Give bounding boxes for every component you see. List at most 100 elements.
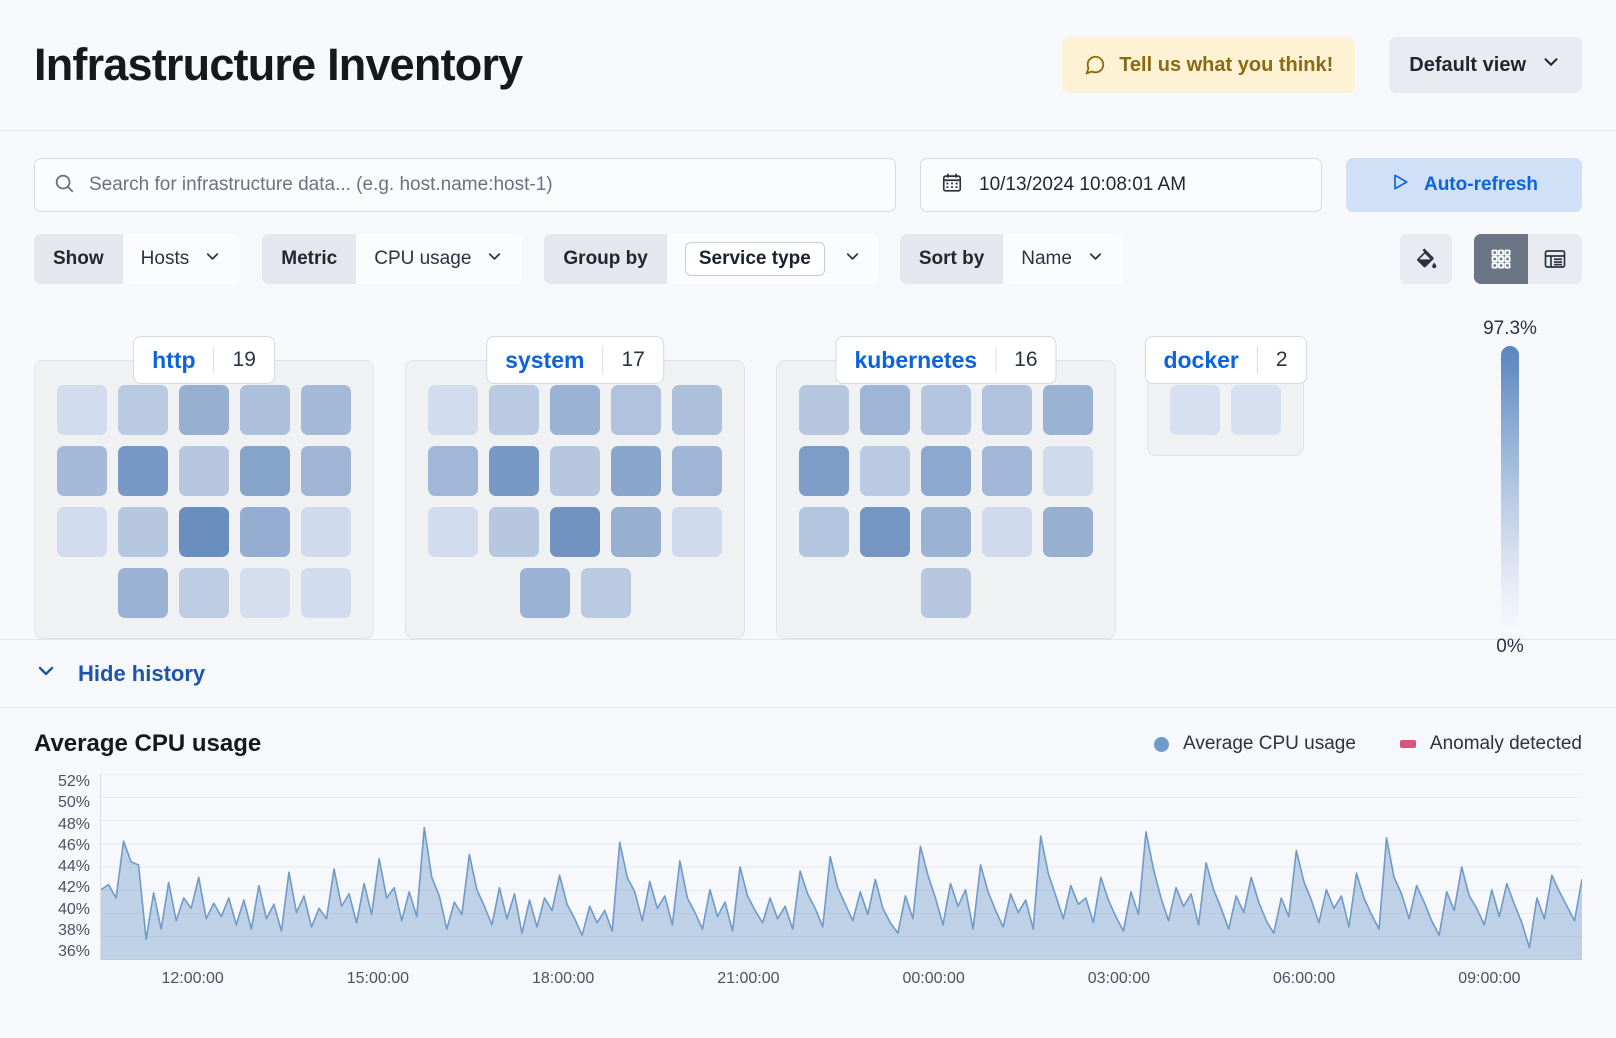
- group-name[interactable]: http: [152, 346, 196, 373]
- waffle-tile[interactable]: [179, 385, 229, 435]
- waffle-tile[interactable]: [489, 385, 539, 435]
- y-tick-label: 40%: [57, 900, 90, 918]
- color-scale-legend: 97.3% 0%: [1450, 318, 1570, 658]
- waffle-tile[interactable]: [982, 385, 1032, 435]
- waffle-tile[interactable]: [799, 446, 849, 496]
- x-tick-label: 03:00:00: [1087, 970, 1151, 987]
- legend-item-anomaly-detected[interactable]: Anomaly detected: [1399, 733, 1582, 755]
- waffle-tile[interactable]: [301, 446, 351, 496]
- waffle-tile[interactable]: [240, 385, 290, 435]
- waffle-tile[interactable]: [921, 446, 971, 496]
- filter-metric-value-text: CPU usage: [374, 248, 472, 269]
- waffle-tile[interactable]: [672, 507, 722, 557]
- group-name[interactable]: system: [505, 346, 585, 373]
- waffle-tile[interactable]: [550, 446, 600, 496]
- group-divider: [995, 346, 997, 374]
- waffle-tile[interactable]: [921, 507, 971, 557]
- waffle-tile[interactable]: [1170, 385, 1220, 435]
- filter-group-by-value[interactable]: Service type: [666, 234, 878, 284]
- waffle-tile[interactable]: [179, 446, 229, 496]
- waffle-tile[interactable]: [118, 446, 168, 496]
- waffle-tile[interactable]: [428, 446, 478, 496]
- waffle-tile[interactable]: [799, 507, 849, 557]
- waffle-tile[interactable]: [1231, 385, 1281, 435]
- filter-metric[interactable]: Metric CPU usage: [262, 234, 523, 284]
- filter-metric-value[interactable]: CPU usage: [356, 234, 523, 284]
- date-picker[interactable]: 10/13/2024 10:08:01 AM: [920, 158, 1322, 212]
- waffle-tile[interactable]: [1043, 446, 1093, 496]
- waffle-row: [57, 385, 351, 435]
- waffle-tile[interactable]: [179, 568, 229, 618]
- hide-history-button[interactable]: Hide history: [34, 659, 205, 689]
- waffle-tile[interactable]: [118, 507, 168, 557]
- auto-refresh-button[interactable]: Auto-refresh: [1346, 158, 1582, 212]
- waffle-tile[interactable]: [179, 507, 229, 557]
- waffle-tile[interactable]: [57, 446, 107, 496]
- waffle-tile[interactable]: [57, 507, 107, 557]
- waffle-row: [57, 446, 351, 496]
- waffle-tile[interactable]: [519, 568, 570, 618]
- waffle-tile[interactable]: [580, 568, 631, 618]
- group-body: [776, 360, 1116, 639]
- waffle-tile[interactable]: [489, 507, 539, 557]
- paint-bucket-icon[interactable]: [1400, 234, 1452, 284]
- waffle-tile[interactable]: [860, 385, 910, 435]
- waffle-tile[interactable]: [799, 385, 849, 435]
- chart-plot[interactable]: [100, 774, 1582, 960]
- filter-show-value[interactable]: Hosts: [122, 234, 241, 284]
- waffle-tile[interactable]: [301, 568, 351, 618]
- waffle-tile[interactable]: [611, 507, 661, 557]
- waffle-tile[interactable]: [57, 385, 107, 435]
- waffle-tile[interactable]: [118, 568, 168, 618]
- waffle-tile[interactable]: [921, 385, 971, 435]
- calendar-icon: [941, 172, 963, 199]
- group-name[interactable]: kubernetes: [854, 346, 978, 373]
- waffle-tile[interactable]: [240, 568, 290, 618]
- grid-view-icon[interactable]: [1474, 234, 1528, 284]
- waffle-tile[interactable]: [489, 446, 539, 496]
- waffle-tile[interactable]: [118, 385, 168, 435]
- waffle-tile[interactable]: [611, 385, 661, 435]
- waffle-tile[interactable]: [860, 507, 910, 557]
- filter-sort-by[interactable]: Sort by Name: [899, 234, 1123, 284]
- y-tick-label: 48%: [57, 815, 90, 833]
- group-body: [34, 360, 374, 639]
- filter-show[interactable]: Show Hosts: [34, 234, 241, 284]
- table-view-icon[interactable]: [1528, 234, 1582, 284]
- waffle-tile[interactable]: [982, 507, 1032, 557]
- waffle-tile[interactable]: [301, 385, 351, 435]
- waffle-tile[interactable]: [672, 385, 722, 435]
- group-badge-system[interactable]: system 17: [486, 336, 664, 384]
- filter-sort-by-value[interactable]: Name: [1003, 234, 1123, 284]
- search-input[interactable]: Search for infrastructure data... (e.g. …: [34, 158, 896, 212]
- x-tick-label: 09:00:00: [1458, 970, 1521, 987]
- waffle-tile[interactable]: [1043, 507, 1093, 557]
- waffle-tile[interactable]: [611, 446, 661, 496]
- waffle-tile[interactable]: [550, 507, 600, 557]
- waffle-tile[interactable]: [301, 507, 351, 557]
- waffle-tile[interactable]: [240, 507, 290, 557]
- waffle-tile[interactable]: [550, 385, 600, 435]
- group-count: 17: [621, 348, 645, 371]
- waffle-tile[interactable]: [672, 446, 722, 496]
- legend-item-average-cpu-usage[interactable]: Average CPU usage: [1154, 733, 1356, 755]
- default-view-selector[interactable]: Default view: [1389, 37, 1582, 93]
- filter-group-by[interactable]: Group by Service type: [544, 234, 878, 284]
- waffle-tile[interactable]: [860, 446, 910, 496]
- waffle-tile[interactable]: [1043, 385, 1093, 435]
- waffle-tile[interactable]: [428, 507, 478, 557]
- waffle-tile[interactable]: [982, 446, 1032, 496]
- waffle-tile[interactable]: [428, 385, 478, 435]
- waffle-tile[interactable]: [240, 446, 290, 496]
- chart-svg: [101, 774, 1582, 960]
- feedback-label: Tell us what you think!: [1119, 53, 1334, 76]
- feedback-button[interactable]: Tell us what you think!: [1062, 37, 1356, 93]
- group-name[interactable]: docker: [1163, 346, 1239, 373]
- waffle-tile[interactable]: [921, 568, 971, 618]
- chart-y-axis: 52%50%48%46%44%42%40%38%36%: [34, 774, 90, 960]
- x-tick-label: 21:00:00: [717, 970, 780, 987]
- legend-label: Anomaly detected: [1429, 733, 1582, 754]
